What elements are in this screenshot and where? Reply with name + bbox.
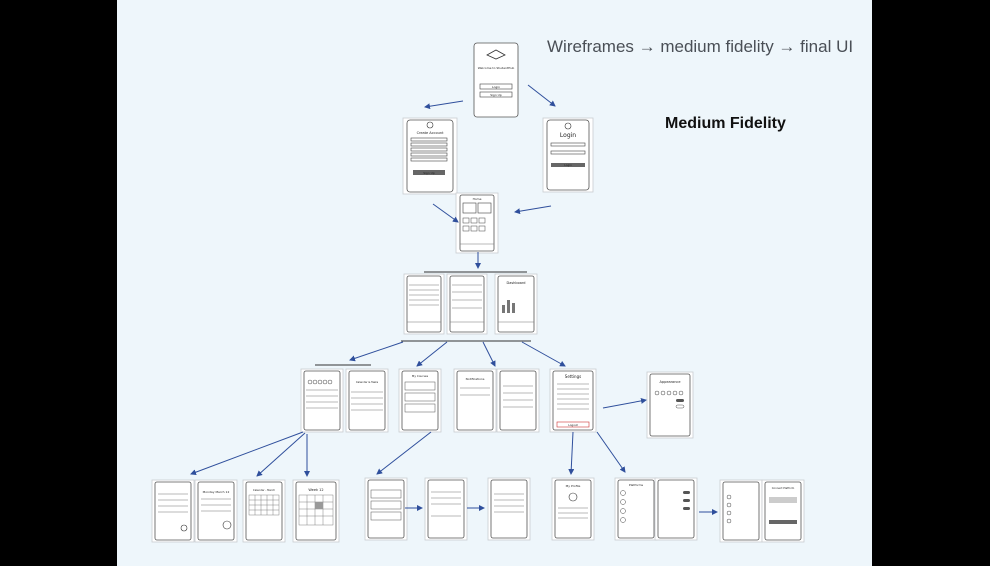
login-button: Login xyxy=(564,163,572,167)
logo-icon xyxy=(426,121,434,129)
my-courses-title: My Courses xyxy=(412,374,429,378)
welcome-login-button: Login xyxy=(492,85,500,89)
appearance-screen: Appearance xyxy=(646,371,694,439)
welcome-screen: Welcome to StudentHub Login Sign Up xyxy=(473,42,519,118)
settings-screen: Settings Logout xyxy=(549,368,597,433)
home-screen: Home xyxy=(455,192,499,254)
create-account-screen: Create Account Sign Up xyxy=(402,117,458,195)
welcome-signup-button: Sign Up xyxy=(490,93,502,97)
monday-title: Monday March 12 xyxy=(203,490,230,494)
my-profile-screen: My Profile xyxy=(551,477,595,541)
notifications-screens: Notifications xyxy=(453,368,540,433)
week-title: Week 12 xyxy=(308,488,323,492)
dashboard-title: Dashboard xyxy=(507,281,526,285)
settings-title: Settings xyxy=(565,374,581,379)
appearance-title: Appearance xyxy=(659,380,680,384)
connect-platform-title: Connect Platform xyxy=(772,486,795,490)
login-screen: Login Login xyxy=(542,117,594,193)
slide: Welcome to StudentHub Login Sign Up Crea… xyxy=(117,0,872,566)
calendar-tasks-screens: Calendar & Tasks xyxy=(300,368,389,433)
platforms-title: Platforms xyxy=(629,483,644,487)
create-account-title: Create Account xyxy=(417,131,445,135)
login-title: Login xyxy=(560,132,576,139)
connect-platform-screens: Connect Platform xyxy=(719,479,805,543)
home-title: Home xyxy=(473,197,482,201)
book-icon xyxy=(486,49,506,60)
flow-arrows xyxy=(190,84,718,515)
slide-subtitle: Medium Fidelity xyxy=(665,115,786,132)
my-profile-title: My Profile xyxy=(566,484,581,488)
dashboard-screens: Dashboard xyxy=(403,273,538,335)
avatar-icon xyxy=(568,492,578,502)
notifications-title: Notifications xyxy=(466,377,485,381)
create-account-submit: Sign Up xyxy=(423,171,435,175)
slide-title: Wireframes → medium fidelity → final UI xyxy=(547,37,854,56)
logo-icon xyxy=(564,122,572,130)
platforms-screens: Platforms xyxy=(614,477,698,541)
settings-logout: Logout xyxy=(568,423,578,427)
calendar-month-title: Calendar - March xyxy=(253,488,276,492)
course-detail-screens xyxy=(364,477,531,541)
welcome-title: Welcome to StudentHub xyxy=(478,66,515,70)
my-courses-screen: My Courses xyxy=(398,368,442,433)
wireframe-flow-diagram: Welcome to StudentHub Login Sign Up Crea… xyxy=(151,42,805,543)
calendar-tasks-title: Calendar & Tasks xyxy=(356,380,379,384)
calendar-detail-screens: Monday March 12 Calendar - March Week 12 xyxy=(151,479,340,543)
